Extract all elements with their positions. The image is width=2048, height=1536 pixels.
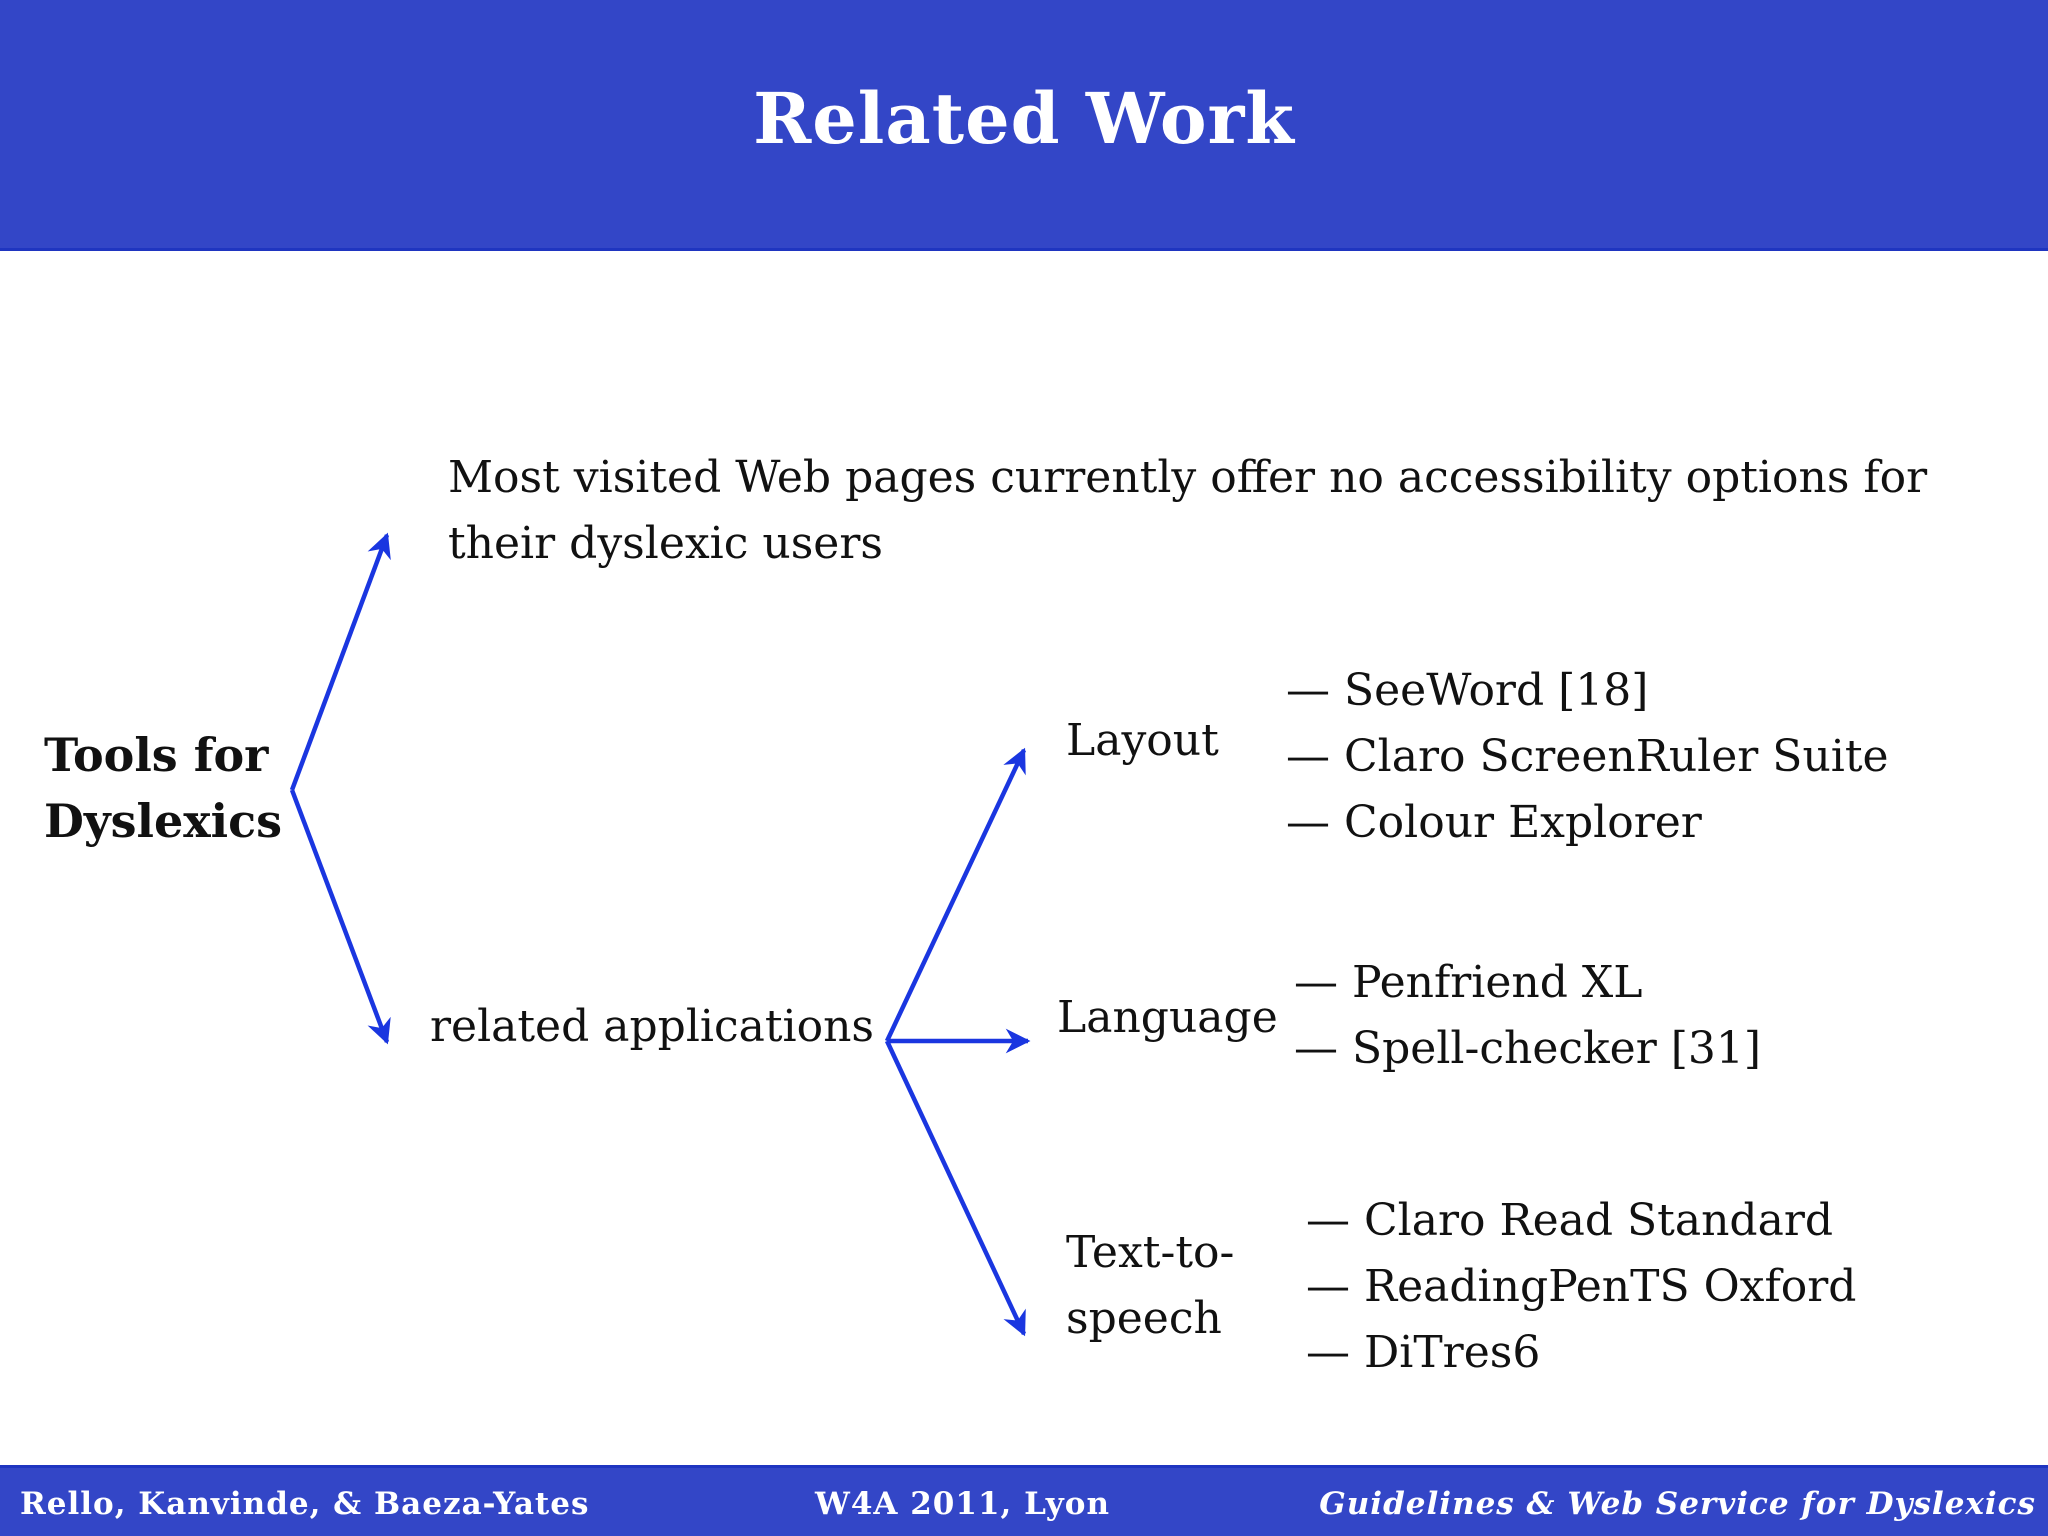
arrow-root-to-applications (289, 789, 391, 1045)
language-node: Language (1057, 985, 1278, 1051)
list-item: — ReadingPenTS Oxford (1306, 1261, 1857, 1312)
title-bar: Related Work (0, 0, 2048, 251)
arrow-applications-to-layout (884, 747, 1027, 1042)
list-item: — Claro ScreenRuler Suite (1286, 731, 1889, 782)
footer-authors: Rello, Kanvinde, & Baeza-Yates (20, 1486, 590, 1522)
arrow-root-to-top (289, 532, 391, 791)
language-items: — Penfriend XL — Spell-checker [31] (1294, 950, 1761, 1082)
tts-label-line2: speech (1066, 1293, 1222, 1344)
list-item: — SeeWord [18] (1286, 665, 1649, 716)
list-item: — Penfriend XL (1294, 957, 1643, 1008)
footer-talk-title: Guidelines & Web Service for Dyslexics (1319, 1486, 2036, 1522)
root-node: Tools for Dyslexics (44, 722, 282, 854)
language-label: Language (1057, 992, 1278, 1043)
list-item: — Colour Explorer (1286, 797, 1702, 848)
top-branch-line2: their dyslexic users (448, 518, 883, 569)
footer-bar: Rello, Kanvinde, & Baeza-Yates W4A 2011,… (0, 1465, 2048, 1536)
root-label-line2: Dyslexics (44, 794, 283, 848)
root-label-line1: Tools for (44, 728, 269, 782)
footer-venue: W4A 2011, Lyon (815, 1486, 1111, 1522)
top-branch-node: Most visited Web pages currently offer n… (448, 445, 1927, 577)
applications-node: related applications (430, 994, 874, 1060)
arrow-applications-to-tts (884, 1040, 1027, 1337)
layout-label: Layout (1066, 715, 1219, 766)
tts-label-line1: Text-to- (1066, 1227, 1235, 1278)
layout-node: Layout (1066, 708, 1219, 774)
list-item: — Spell-checker [31] (1294, 1023, 1762, 1074)
list-item: — Claro Read Standard (1306, 1195, 1834, 1246)
layout-items: — SeeWord [18] — Claro ScreenRuler Suite… (1286, 658, 1889, 856)
applications-label: related applications (430, 1001, 874, 1052)
list-item: — DiTres6 (1306, 1327, 1541, 1378)
top-branch-line1: Most visited Web pages currently offer n… (448, 452, 1928, 503)
tts-items: — Claro Read Standard — ReadingPenTS Oxf… (1306, 1188, 1856, 1386)
slide-title: Related Work (753, 76, 1295, 160)
tts-node: Text-to- speech (1066, 1220, 1234, 1352)
